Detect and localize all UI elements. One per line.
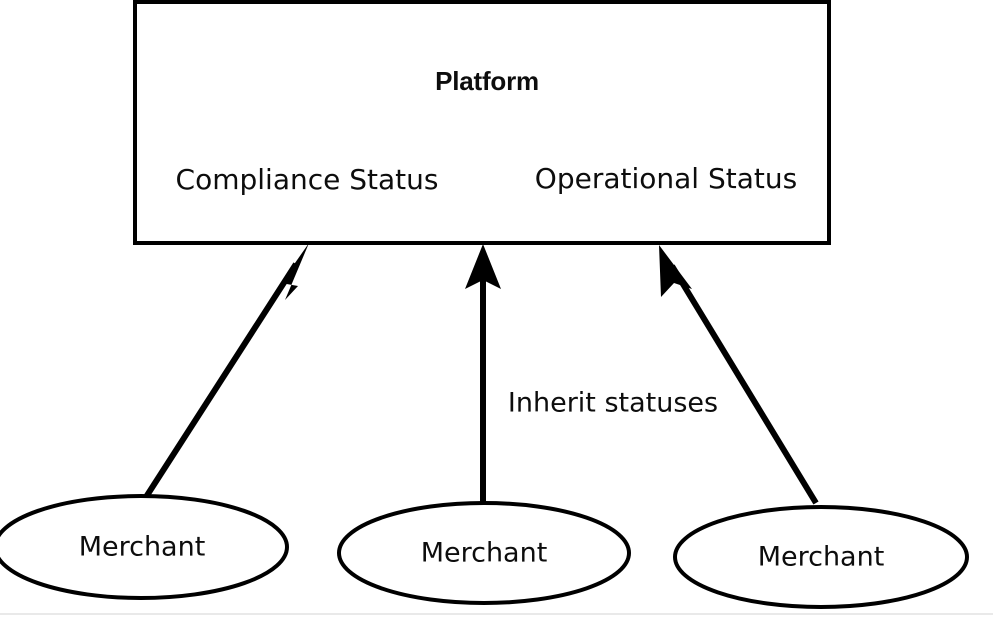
platform-box[interactable] [133, 0, 831, 245]
arrow-head-3 [659, 245, 692, 297]
edge-merchant-3[interactable] [659, 245, 819, 505]
merchant-ellipse-2[interactable] [337, 501, 631, 605]
edge-merchant-2[interactable] [465, 244, 501, 503]
merchant-ellipse-1[interactable] [0, 494, 289, 600]
arrow-head-2 [465, 244, 501, 289]
edge-merchant-1[interactable] [143, 243, 309, 499]
edge-line-3 [669, 264, 819, 505]
edge-line-1 [143, 262, 299, 499]
merchant-ellipse-3[interactable] [673, 505, 969, 609]
arrow-head-1 [281, 243, 309, 300]
